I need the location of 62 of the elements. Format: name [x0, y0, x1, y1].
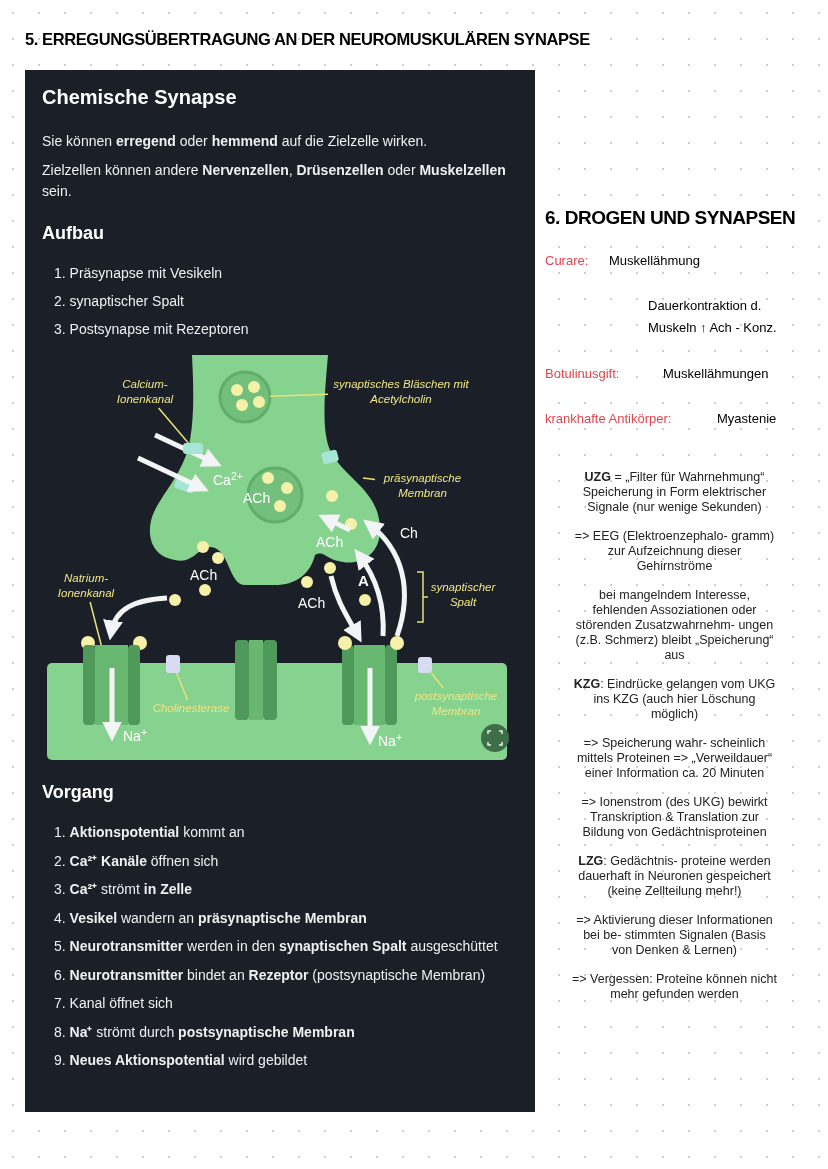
note-paragraph: => EEG (Elektroenzephalo- gramm) zur Aufzeichnung dieser Gehirnströme	[573, 529, 776, 574]
note-paragraph: => Ionenstrom (des UKG) bewirkt Transkription & Translation zur Bildung von Gedächtnisproteinen	[580, 795, 769, 840]
leader-line	[269, 393, 329, 397]
ion-label: ACh	[190, 566, 218, 585]
note-paragraph: => Vergessen: Proteine können nicht mehr gefunden werden	[572, 972, 777, 1002]
paragraph: Sie können erregend oder hemmend auf die Zielzelle wirken.	[42, 132, 429, 151]
list-item: 8. Na⁺ strömt durch postsynaptische Membran	[53, 1022, 356, 1042]
paragraph: Zielzellen können andere Nervenzellen, Drüsenzellen oder Muskelzellen sein.	[42, 161, 507, 201]
ion-label: ACh	[316, 533, 344, 552]
note-paragraph: => Aktivierung dieser Informationen bei be- stimmten Signalen (Basis von Denken & Lernen)	[575, 913, 774, 958]
section-heading: Aufbau	[42, 222, 105, 245]
callout-label: synaptisches Bläschen mit Acetylcholin	[328, 376, 474, 408]
section-title: 6. DROGEN UND SYNAPSEN	[545, 206, 796, 230]
list-item: 9. Neues Aktionspotential wird gebildet	[53, 1051, 309, 1070]
list-item: 2. Ca²⁺ Kanäle öffnen sich	[53, 851, 220, 871]
callout-label: Calcium- Ionenkanal	[101, 376, 189, 408]
list-item: 5. Neurotransmitter werden in den synaptischen Spalt ausgeschüttet	[53, 937, 499, 956]
note-paragraph: KZG: Eindrücke gelangen vom UKG ins KZG (auch hier Löschung möglich)	[572, 677, 777, 722]
list-item: 4. Vesikel wandern an präsynaptische Membran	[53, 908, 368, 928]
drug-name: Curare:	[545, 252, 589, 270]
enzyme-block	[166, 655, 180, 673]
drug-name: krankhafte Antikörper:	[545, 410, 672, 428]
list-item: 3. Postsynapse mit Rezeptoren	[53, 320, 250, 339]
leader-line	[430, 672, 445, 689]
note-paragraph: => Speicherung wahr- scheinlich mittels Proteinen => „Verweildauer“ einer Information ca. 20 Minuten	[575, 736, 774, 781]
list-item: 2. synaptischer Spalt	[53, 292, 185, 311]
leader-line	[157, 407, 190, 444]
ion-label: Ch	[400, 524, 418, 543]
drug-name: Botulinusgift:	[545, 365, 620, 383]
callout-label: postsynaptische Membran	[405, 688, 507, 720]
ion-channel	[183, 443, 203, 454]
note-paragraph: bei mangelndem Interesse, fehlenden Assoziationen oder störenden Zusatzwahrnehm- ungen (z.B. Schmerz) bleibt „Speicherung“ aus	[574, 588, 775, 663]
drug-effect: Muskellähmungen	[663, 365, 769, 383]
drug-effect: Myastenie	[717, 410, 777, 428]
list-item: 1. Präsynapse mit Vesikeln	[53, 264, 224, 283]
callout-label: präsynaptische Membran	[375, 470, 470, 502]
leader-line	[89, 601, 102, 646]
ion-channel-drawing	[83, 645, 140, 725]
drug-effect: Dauerkontraktion d. Muskeln ↑ Ach - Konz.	[648, 297, 778, 337]
callout-label: Natrium- Ionenkanal	[43, 570, 129, 602]
ion-label: Na$^{+}$	[123, 726, 148, 746]
list-item: 3. Ca²⁺ strömt in Zelle	[53, 880, 194, 899]
leader-line	[175, 672, 189, 701]
list-item: 7. Kanal öffnet sich	[53, 994, 174, 1013]
ion-label: ACh	[243, 489, 271, 508]
list-item: 6. Neurotransmitter bindet an Rezeptor (postsynaptische Membran)	[53, 965, 487, 985]
ion-label: Na$^{+}$	[378, 731, 403, 751]
callout-label: synaptischer Spalt	[429, 580, 497, 610]
note-paragraph: LZG: Gedächtnis- proteine werden dauerhaft in Neuronen gespeichert (keine Zellteilung mehr!)	[577, 854, 772, 899]
section-heading: Vorgang	[42, 781, 115, 804]
ion-label: ACh	[298, 594, 326, 613]
panel-heading: Chemische Synapse	[42, 85, 238, 110]
ion-label: Ca$^{2+}$	[213, 470, 243, 490]
leader-line	[362, 477, 376, 481]
list-item: 1. Aktionspotential kommt an	[53, 823, 246, 842]
vesicle-drawing	[218, 370, 272, 424]
page-title: 5. ERREGUNGSÜBERTRAGUNG AN DER NEUROMUSKULÄREN SYNAPSE	[25, 29, 590, 50]
note-paragraph: UZG = „Filter für Wahrnehmung“ Speicherung in Form elektrischer Signale (nur wenige Sekunden)	[581, 470, 768, 515]
callout-label: Cholinesterase	[141, 700, 241, 717]
drug-effect: Muskellähmung	[609, 252, 701, 270]
ion-label: A	[358, 571, 369, 591]
enzyme-block	[418, 657, 432, 673]
